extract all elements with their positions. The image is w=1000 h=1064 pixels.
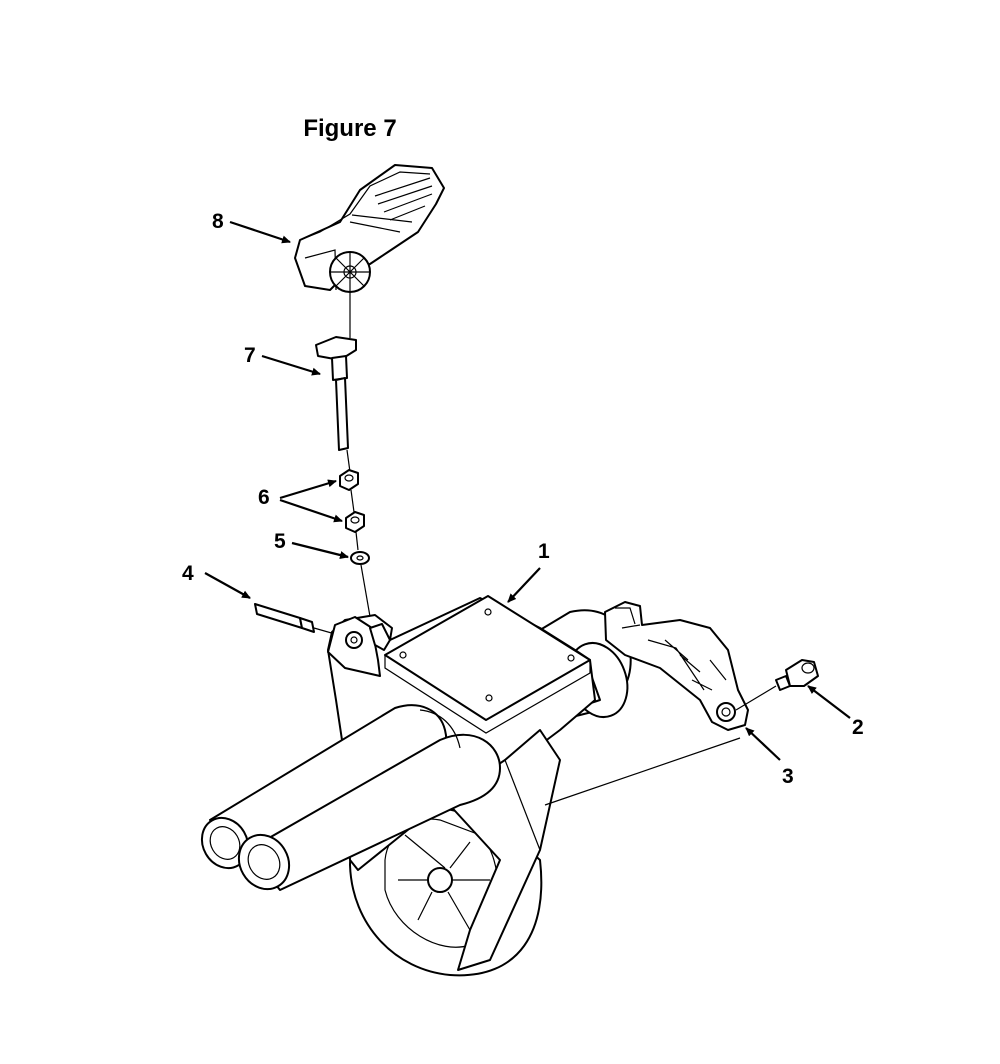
part-7-pin: [315, 292, 357, 451]
callout-1: 1: [538, 540, 550, 563]
callout-3: 3: [782, 765, 794, 788]
leader-4: [204, 572, 251, 599]
callout-5: 5: [274, 530, 286, 553]
callout-labels: 8 7 6 5 4 1 2 3: [182, 210, 864, 788]
leader-7: [261, 354, 321, 376]
part-8-pedal: [294, 164, 445, 293]
leader-2: [807, 685, 851, 719]
callout-6: 6: [258, 486, 270, 509]
part-5-washer: [350, 531, 373, 629]
part-4-small-pin: [254, 603, 357, 641]
leader-1: [507, 567, 541, 603]
callout-8: 8: [212, 210, 224, 233]
leader-6b: [279, 498, 343, 523]
part-3-bracket: [604, 601, 749, 731]
callout-leaders: [204, 220, 851, 761]
callout-2: 2: [852, 716, 864, 739]
part-6-nuts: [339, 449, 365, 533]
part-1-housing: [200, 595, 741, 977]
leader-6a: [279, 479, 337, 500]
leader-3: [745, 727, 781, 761]
leader-5: [291, 541, 349, 559]
callout-7: 7: [244, 344, 256, 367]
callout-4: 4: [182, 562, 194, 585]
leader-8: [229, 220, 291, 244]
figure-title: Figure 7: [303, 115, 396, 142]
part-2-bolt: [735, 659, 819, 711]
